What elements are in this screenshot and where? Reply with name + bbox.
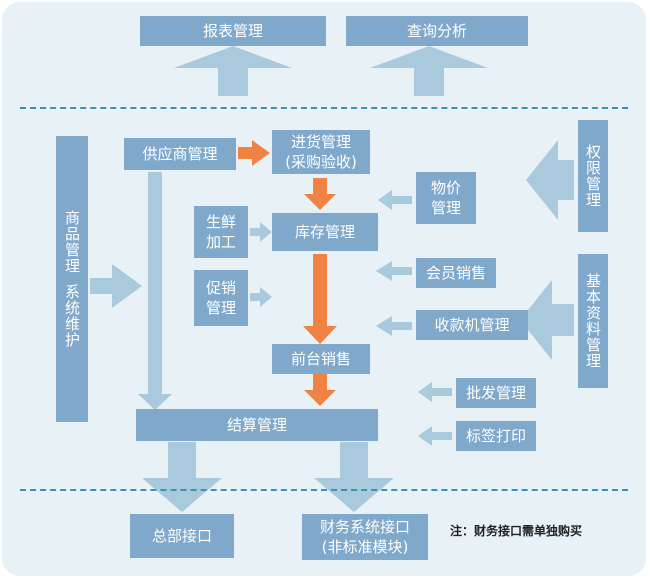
- arrow-fresh-to-inventory: [250, 222, 272, 242]
- hq-interface-box: 总部接口: [130, 514, 234, 558]
- down-arrow-hq: [142, 442, 222, 512]
- label-printing-box: 标签打印: [456, 421, 536, 451]
- settlement-management-box: 结算管理: [136, 409, 378, 441]
- finance-interface-box: 财务系统接口 (非标准模块): [302, 514, 428, 560]
- arrow-purchase-to-inventory: [304, 178, 336, 210]
- fresh-processing-box: 生鲜 加工: [194, 206, 248, 258]
- basic-data-management-box: 基本资料管理: [578, 254, 608, 388]
- arrow-supplier-to-settlement: [138, 172, 172, 410]
- wholesale-management-box: 批发管理: [456, 378, 536, 408]
- cashier-management-box: 收款机管理: [416, 310, 528, 340]
- arrow-member-to-center: [376, 261, 412, 281]
- arrow-label-to-settlement: [418, 426, 452, 446]
- divider-top: [20, 107, 628, 109]
- supplier-management-box: 供应商管理: [124, 138, 236, 170]
- arrow-price-to-purchase: [378, 190, 412, 210]
- footnote: 注：财务接口需单独购买: [450, 524, 583, 538]
- up-arrow-query: [370, 46, 488, 96]
- arrow-frontsale-to-settlement: [304, 373, 336, 406]
- product-management-box: 商品管理 系统维护: [56, 136, 88, 422]
- front-sales-box: 前台销售: [272, 344, 370, 374]
- arrow-cashier-to-center: [376, 316, 412, 336]
- arrow-wholesale-to-settlement: [418, 382, 452, 402]
- up-arrow-report: [174, 46, 292, 96]
- arrow-supplier-to-purchase: [238, 140, 270, 166]
- arrow-permission-to-center: [526, 140, 574, 220]
- price-management-box: 物价 管理: [416, 172, 476, 224]
- member-sales-box: 会员销售: [416, 258, 496, 288]
- purchase-management-box: 进货管理 (采购验收): [272, 130, 370, 174]
- arrow-basic-to-center: [520, 280, 574, 360]
- arrow-left-to-center: [90, 264, 142, 308]
- down-arrow-finance: [314, 442, 394, 512]
- query-analysis-box: 查询分析: [346, 16, 528, 46]
- permission-management-box: 权限管理: [578, 120, 608, 232]
- basic-data-management-label: 基本资料管理: [584, 273, 602, 369]
- permission-management-label: 权限管理: [584, 144, 602, 208]
- product-management-label: 商品管理: [63, 210, 81, 274]
- arrow-promotion-to-center: [250, 287, 272, 307]
- divider-bottom: [20, 489, 628, 491]
- report-management-box: 报表管理: [140, 16, 326, 46]
- system-maintenance-label: 系统维护: [63, 284, 81, 348]
- promotion-management-box: 促销 管理: [194, 270, 248, 326]
- inventory-management-box: 库存管理: [272, 213, 378, 251]
- arrow-inventory-to-frontsale: [303, 254, 337, 344]
